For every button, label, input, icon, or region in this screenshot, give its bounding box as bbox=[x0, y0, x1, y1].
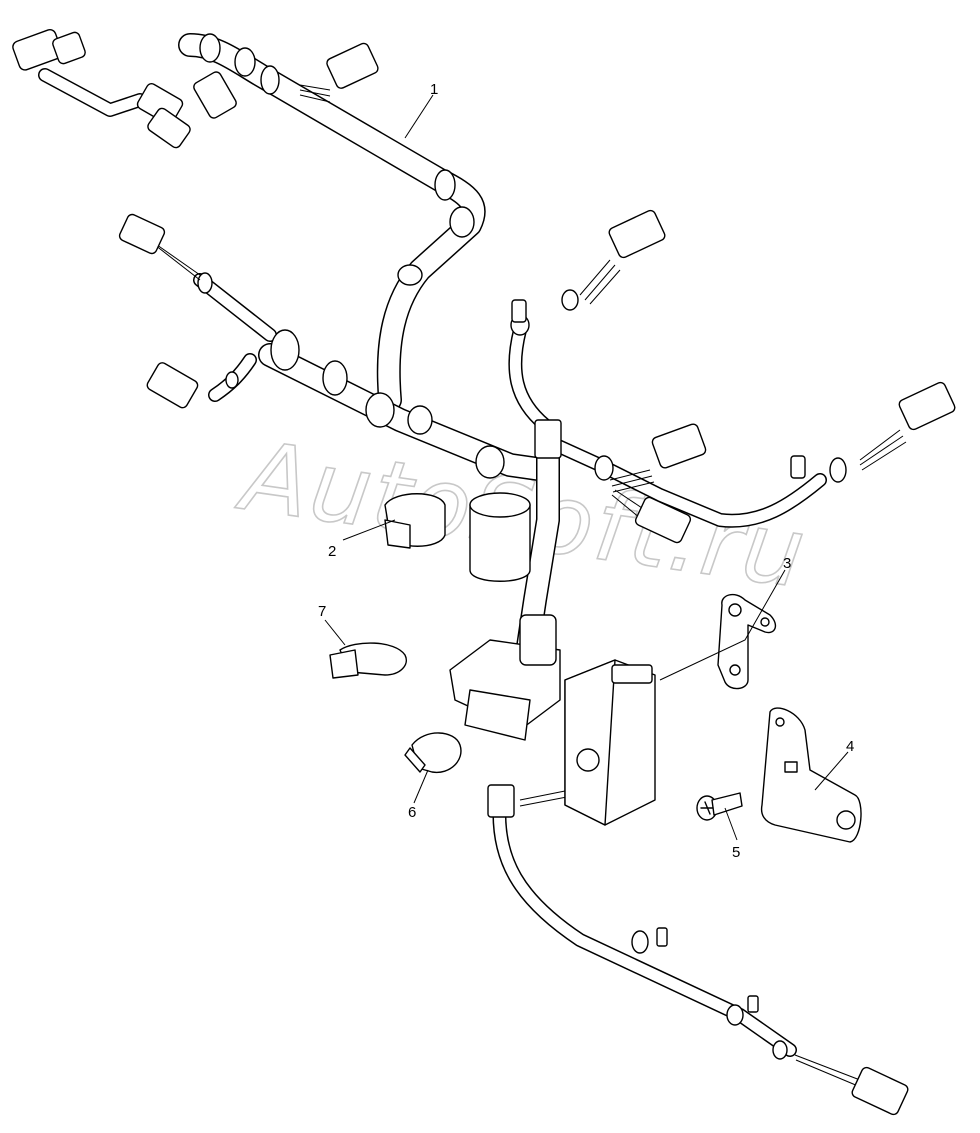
harness-wires bbox=[149, 84, 907, 1087]
part-2-clip bbox=[384, 493, 446, 549]
callout-4: 4 bbox=[846, 738, 854, 755]
callout-6: 6 bbox=[408, 804, 416, 821]
part-3-bracket bbox=[717, 593, 777, 690]
callout-3: 3 bbox=[783, 555, 791, 572]
callout-1: 1 bbox=[430, 81, 438, 98]
harness-main-trunk bbox=[38, 33, 847, 1060]
part-5-screw bbox=[696, 792, 743, 821]
callout-2: 2 bbox=[328, 543, 336, 560]
callout-7: 7 bbox=[318, 603, 326, 620]
part-6-clip bbox=[404, 732, 462, 774]
leader-lines bbox=[324, 94, 849, 841]
part-4-plate bbox=[760, 707, 862, 843]
central-components bbox=[449, 492, 656, 826]
callout-5: 5 bbox=[732, 844, 740, 861]
part-7-strap-clip bbox=[329, 642, 407, 679]
connectors bbox=[12, 29, 956, 1116]
